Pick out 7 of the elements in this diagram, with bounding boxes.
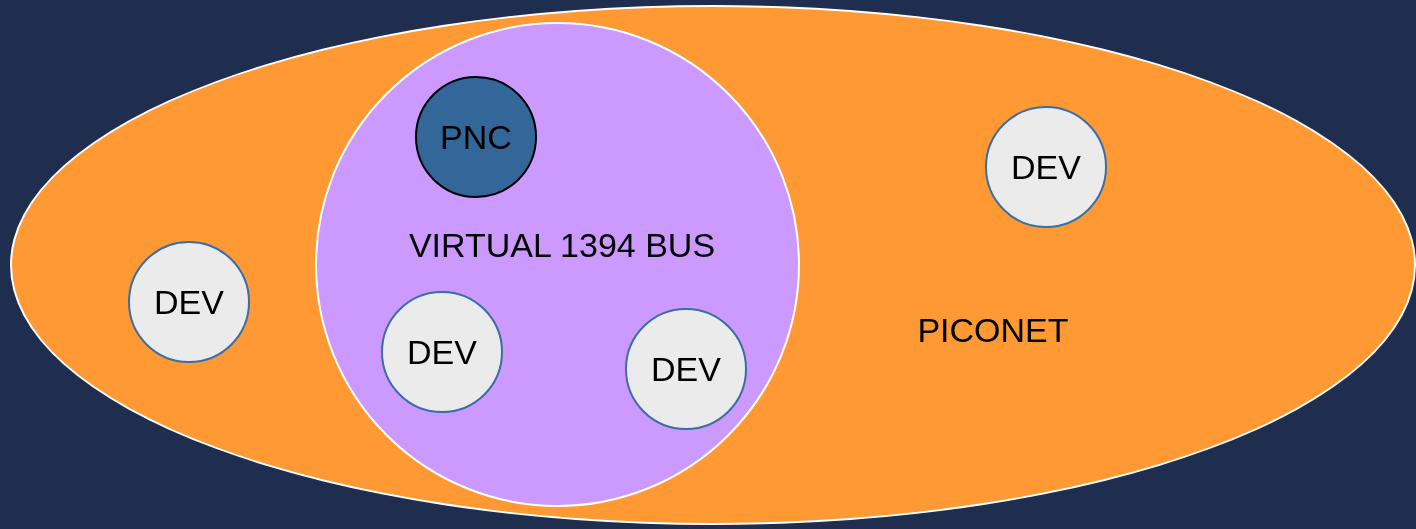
device-node: DEV xyxy=(381,291,503,413)
piconet-label: PICONET xyxy=(917,310,1069,350)
coordinator-node: PNC xyxy=(415,76,537,198)
device-node: DEV xyxy=(985,106,1107,228)
device-node: DEV xyxy=(128,241,250,363)
device-node: DEV xyxy=(625,308,747,430)
bus-label: VIRTUAL 1394 BUS xyxy=(408,225,716,265)
